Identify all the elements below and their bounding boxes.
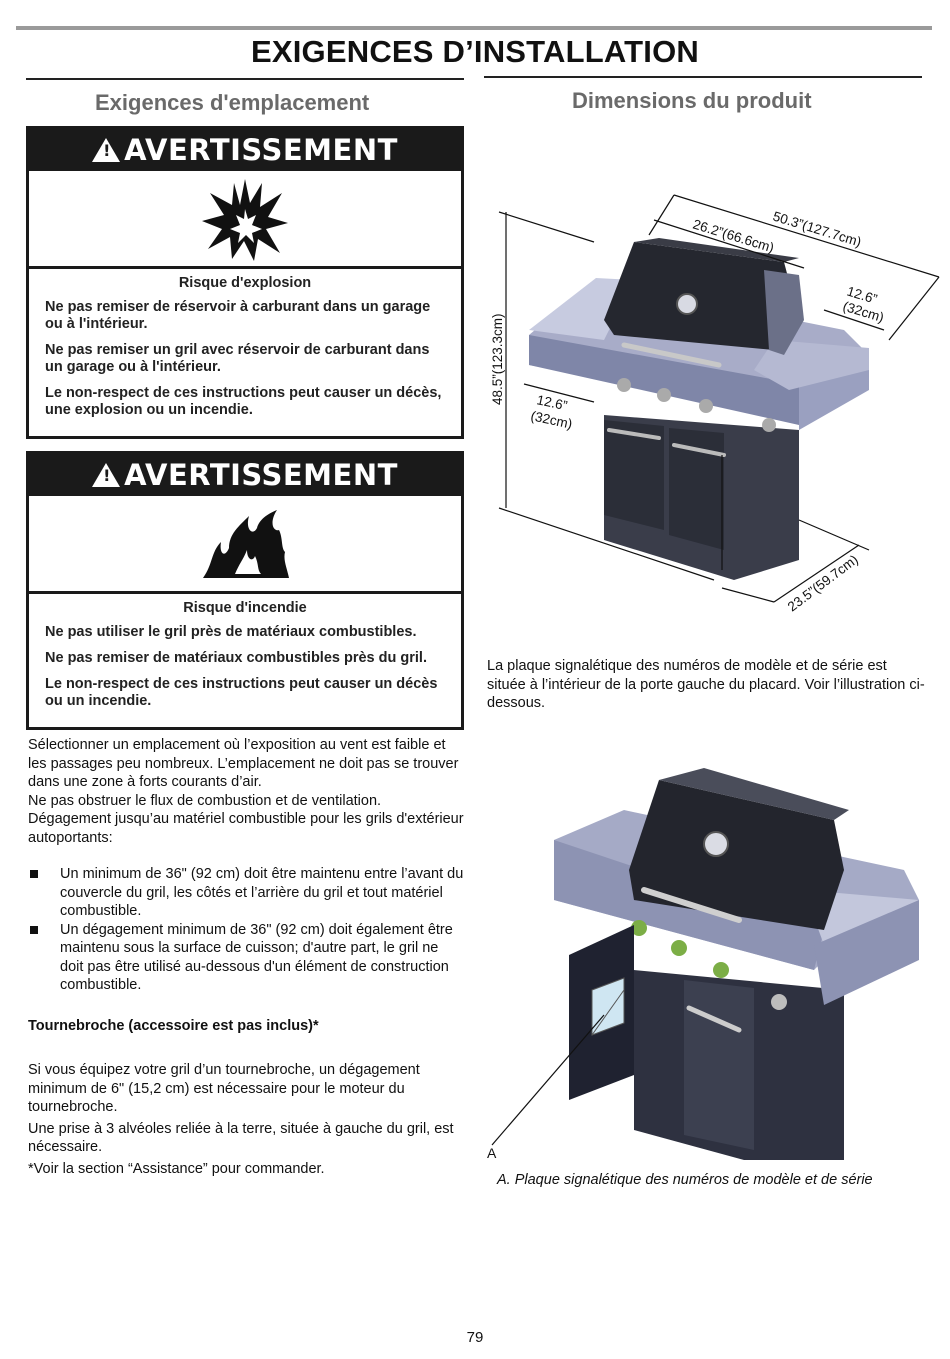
top-rule [16,26,932,30]
warning-triangle-icon: ! [92,138,121,162]
explosion-warning-box: ! AVERTISSEMENT Risque d'explosion Ne pa… [26,126,464,439]
callout-a-label: A [487,1145,497,1161]
rotisserie-paragraph: Si vous équipez votre gril d’un tournebr… [28,1062,420,1115]
dimension-lines [498,194,940,603]
warning2-text-3: Le non-respect de ces instructions peut … [45,676,438,709]
warning2-text-1: Ne pas utiliser le gril près de matériau… [45,624,417,640]
grill-dimensions-diagram: 50.3”(127.7cm) 26.2”(66.6cm) 12.6” (32cm… [490,194,940,615]
warning-triangle-icon: ! [92,463,121,487]
fire-icon [29,496,461,594]
depth-label: 23.5”(59.7cm) [785,552,861,615]
warning2-text-2: Ne pas remiser de matériaux combustibles… [45,650,427,666]
warning-header: ! AVERTISSEMENT [29,129,461,171]
warning-header-label: AVERTISSEMENT [124,458,398,492]
warning1-text-1: Ne pas remiser de réservoir à carburant … [45,299,431,332]
left-shelf-width-cm-label: (32cm) [529,408,573,431]
rotisserie-paragraph: *Voir la section “Assistance” pour comma… [28,1160,325,1177]
list-item: Un dégagement minimum de 36" (92 cm) doi… [28,921,464,995]
location-requirements-title: Exigences d'emplacement [95,90,370,115]
intro-paragraph: Dégagement jusqu’au matériel combustible… [28,811,464,846]
rating-plate-location-text: La plaque signalétique des numéros de mo… [487,658,925,711]
figure-caption: A. Plaque signalétique des numéros de mo… [497,1172,873,1188]
right-title-rule [484,76,922,78]
rotisserie-heading: Tournebroche (accessoire est pas inclus)… [28,1017,319,1034]
intro-paragraph: Ne pas obstruer le flux de combustion et… [28,792,382,809]
warning-header-label: AVERTISSEMENT [124,133,398,167]
page-number: 79 [466,1329,484,1346]
explosion-icon [29,171,461,269]
height-label: 48.5”(123.3cm) [490,313,505,405]
rotisserie-paragraph: Une prise à 3 alvéoles reliée à la terre… [28,1120,454,1156]
product-dimensions-title: Dimensions du produit [572,88,812,113]
grill-open-door-illustration [491,768,919,1160]
warning-header: ! AVERTISSEMENT [29,454,461,496]
fire-risk-label: Risque d'incendie [183,600,307,616]
intro-paragraph: Sélectionner un emplacement où l’exposit… [28,737,459,790]
list-item: Un minimum de 36" (92 cm) doit être main… [28,865,464,921]
left-title-rule [26,78,464,80]
fire-warning-box: ! AVERTISSEMENT Risque d'incendie Ne pas… [26,451,464,730]
warning1-text-2: Ne pas remiser un gril avec réservoir de… [45,342,430,375]
warning1-text-3: Le non-respect de ces instructions peut … [45,385,442,418]
page-title: EXIGENCES D’INSTALLATION [250,34,699,69]
location-instructions: Sélectionner un emplacement où l’exposit… [28,736,464,1178]
explosion-risk-label: Risque d'explosion [178,275,312,291]
left-shelf-width-label: 12.6” [535,392,568,413]
clearance-list: Un minimum de 36" (92 cm) doit être main… [28,865,464,995]
grill-illustration [529,238,869,580]
